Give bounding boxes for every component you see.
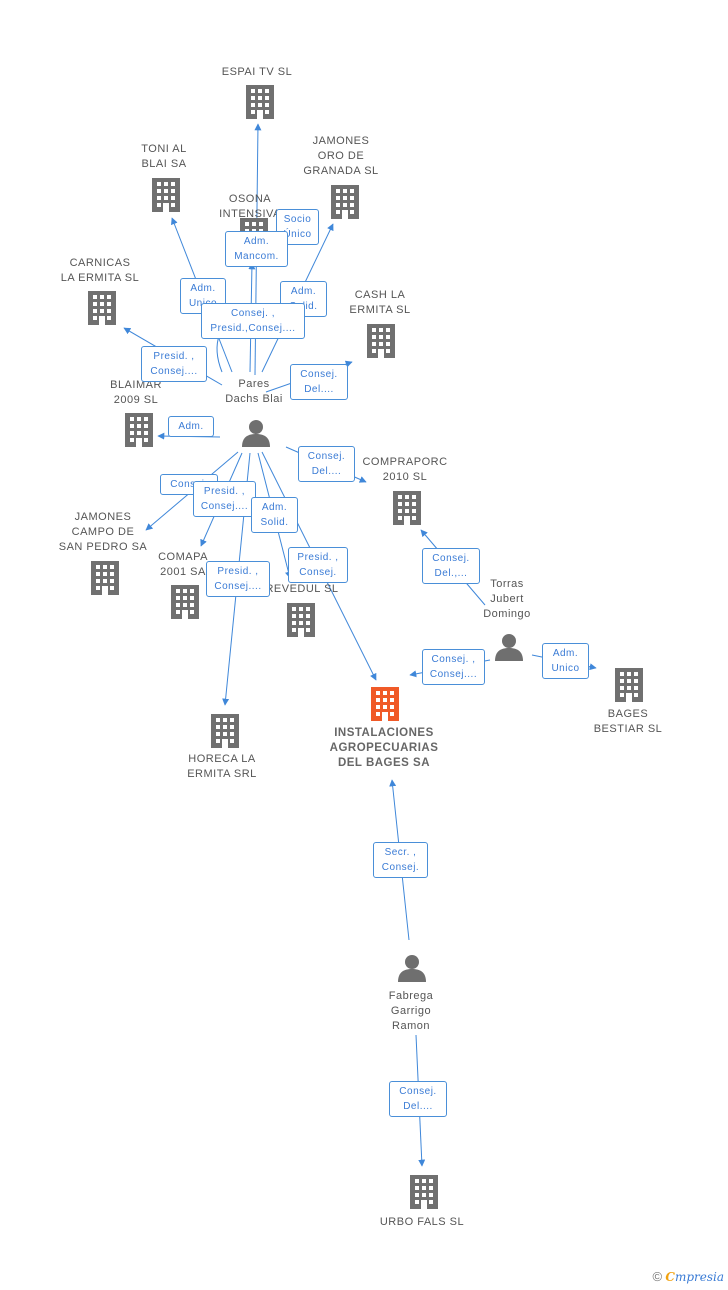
- jamones-oro-label: JAMONES ORO DE GRANADA SL: [303, 135, 379, 177]
- espai-tv-label: ESPAI TV SL: [221, 66, 293, 78]
- comapa-building[interactable]: [171, 585, 199, 619]
- jamones-campo-label: JAMONES CAMPO DE SAN PEDRO SA: [58, 511, 148, 553]
- horeca-label: HORECA LA ERMITA SRL: [187, 753, 257, 780]
- relation-adm-blaimar[interactable]: Adm.: [168, 416, 214, 437]
- relation-consej-del-cash[interactable]: Consej. Del....: [290, 364, 348, 400]
- compraporc-label: COMPRAPORC 2010 SL: [362, 456, 448, 483]
- toni-al-blai-label: TONI AL BLAI SA: [141, 143, 187, 170]
- urbo-fals-label: URBO FALS SL: [379, 1216, 465, 1228]
- toni-al-blai-building[interactable]: [152, 178, 180, 212]
- urbo-fals-building[interactable]: [410, 1175, 438, 1209]
- relation-adm-unico-bages[interactable]: Adm. Unico: [542, 643, 589, 679]
- cash-la-ermita-building[interactable]: [367, 324, 395, 358]
- relation-adm-solid-revedul[interactable]: Adm. Solid.: [251, 497, 298, 533]
- horeca-building[interactable]: [211, 714, 239, 748]
- revedul-label: REVEDUL SL: [265, 583, 339, 595]
- relation-consej-consej-torras[interactable]: Consej. , Consej....: [422, 649, 485, 685]
- torras-jubert-domingo-person-icon[interactable]: [495, 634, 523, 661]
- relation-adm-mancom[interactable]: Adm. Mancom.: [225, 231, 288, 267]
- carnicas-label: CARNICAS LA ERMITA SL: [60, 257, 140, 284]
- fabrega-garrigo-ramon-label: Fabrega Garrigo Ramon: [388, 990, 434, 1032]
- espai-tv-building[interactable]: [246, 85, 274, 119]
- relation-consej-del-urbo[interactable]: Consej. Del....: [389, 1081, 447, 1117]
- instalaciones-building[interactable]: [371, 687, 399, 721]
- relation-presid-consej-horeca[interactable]: Presid. , Consej....: [206, 561, 270, 597]
- instalaciones-label: INSTALACIONES AGROPECUARIAS DEL BAGES SA: [329, 727, 439, 769]
- comapa-label: COMAPA 2001 SA: [158, 551, 208, 578]
- torras-jubert-domingo-label: Torras Jubert Domingo: [483, 578, 531, 620]
- relation-presid-consej-comapa[interactable]: Presid. , Consej....: [193, 481, 256, 517]
- jamones-oro-building[interactable]: [331, 185, 359, 219]
- empresia-footer[interactable]: © Cmpresia: [652, 1269, 724, 1284]
- relation-consej-del-torras-compraporc[interactable]: Consej. Del.,...: [422, 548, 480, 584]
- relation-consej-presid-osona[interactable]: Consej. , Presid.,Consej....: [201, 303, 305, 339]
- revedul-building[interactable]: [287, 603, 315, 637]
- carnicas-building[interactable]: [88, 291, 116, 325]
- blaimar-building[interactable]: [125, 413, 153, 447]
- fabrega-garrigo-ramon-person-icon[interactable]: [398, 955, 426, 982]
- relation-presid-consej-carnicas[interactable]: Presid. , Consej....: [141, 346, 207, 382]
- bages-bestiar-label: BAGES BESTIAR SL: [593, 708, 663, 735]
- relation-secr-consej[interactable]: Secr. , Consej.: [373, 842, 428, 878]
- relation-socio-unico[interactable]: Socio Único: [276, 209, 319, 245]
- pares-dachs-blai-label: Pares Dachs Blai: [225, 378, 283, 405]
- relation-presid-consej-instalaciones[interactable]: Presid. , Consej.: [288, 547, 348, 583]
- empresia-logo: Cmpresia: [665, 1270, 724, 1284]
- relation-consej-del-compraporc[interactable]: Consej. Del....: [298, 446, 355, 482]
- osona-intensiva-label: OSONA INTENSIVA: [219, 193, 281, 220]
- jamones-campo-building[interactable]: [91, 561, 119, 595]
- blaimar-label: BLAIMAR 2009 SL: [110, 379, 162, 406]
- copyright-icon: ©: [652, 1269, 663, 1284]
- cash-la-ermita-label: CASH LA ERMITA SL: [349, 289, 411, 316]
- compraporc-building[interactable]: [393, 491, 421, 525]
- pares-dachs-blai-person-icon[interactable]: [242, 420, 270, 447]
- bages-bestiar-building[interactable]: [615, 668, 643, 702]
